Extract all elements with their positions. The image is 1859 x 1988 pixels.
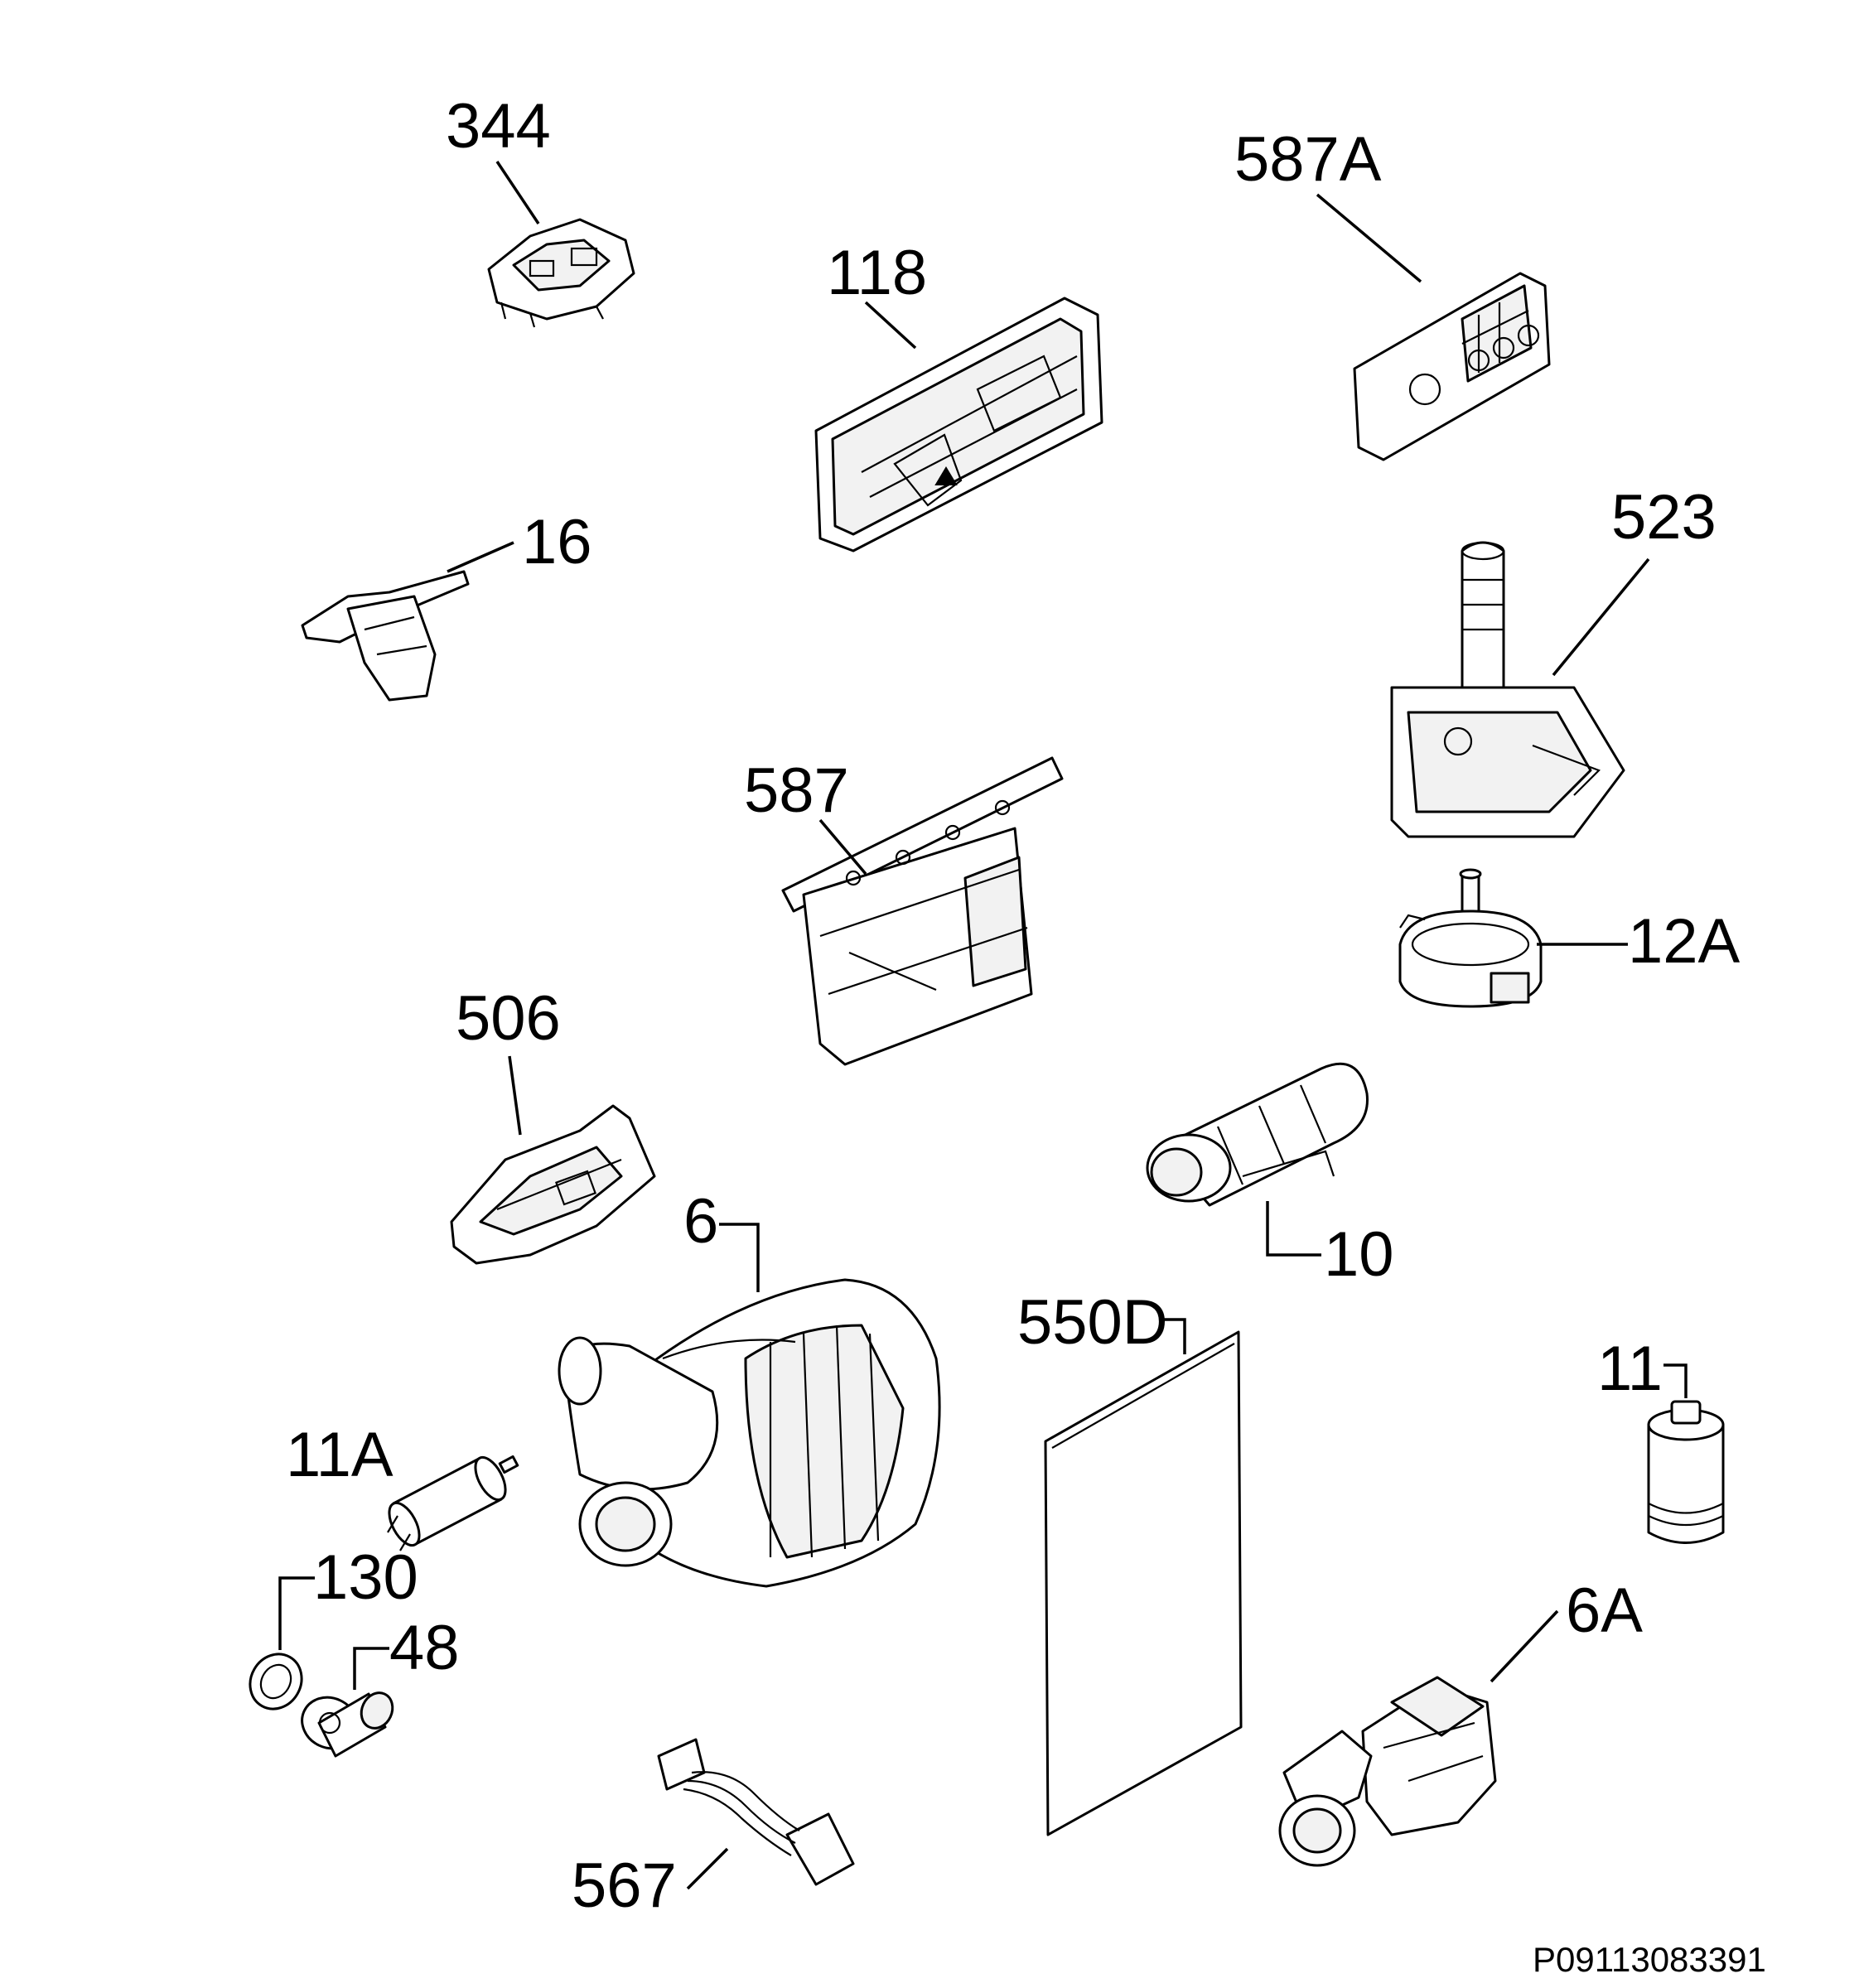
label-550D: 550D [1017,1287,1168,1358]
label-118: 118 [827,238,927,308]
label-11A: 11A [286,1420,394,1490]
label-130: 130 [313,1542,418,1613]
control-board-icon [814,297,1103,552]
part-523[interactable]: 523 [1390,482,1717,838]
manual-sheet-icon [1044,1330,1243,1836]
part-6[interactable]: 6 [558,1186,941,1588]
control-panel-module-icon [1353,272,1551,461]
label-506: 506 [456,983,561,1054]
label-12A: 12A [1628,906,1741,977]
part-587[interactable]: 587 [744,755,1064,1066]
bracket-icon [781,756,1064,1066]
part-118[interactable]: 118 [814,238,1103,552]
plug-icon [301,1691,394,1758]
pressure-switch-icon [1398,868,1543,1008]
label-11: 11 [1597,1334,1663,1404]
part-11A[interactable]: 11A [286,1420,519,1551]
part-6A[interactable]: 6A [1278,1575,1643,1867]
label-523: 523 [1611,482,1717,552]
label-48: 48 [389,1613,460,1683]
part-567[interactable]: 567 [572,1738,855,1921]
label-6: 6 [683,1186,718,1257]
part-550D[interactable]: 550D [1017,1287,1243,1836]
drain-pump-icon [1278,1676,1497,1867]
part-16[interactable]: 16 [301,507,592,702]
label-344: 344 [446,91,551,162]
part-12A[interactable]: 12A [1398,868,1741,1008]
label-587A: 587A [1234,124,1382,195]
part-506[interactable]: 506 [450,983,656,1265]
cable-harness-icon [657,1738,855,1886]
part-11[interactable]: 11 [1597,1334,1725,1544]
seal-ring-icon [249,1653,303,1711]
label-16: 16 [522,507,592,577]
dispenser-actuator-icon [450,1104,656,1265]
label-567: 567 [572,1850,677,1921]
label-10: 10 [1324,1219,1394,1290]
circulation-pump-icon [558,1278,941,1588]
part-130[interactable]: 130 [240,1542,418,1718]
label-6A: 6A [1566,1575,1643,1646]
part-48[interactable]: 48 [294,1613,460,1758]
heater-icon [1146,1062,1369,1207]
label-587: 587 [744,755,849,826]
capacitor-small-icon [387,1455,519,1551]
switch-icon [301,570,470,702]
part-344[interactable]: 344 [446,91,635,328]
door-lock-icon [487,218,635,328]
capacitor-icon [1647,1400,1725,1544]
flow-sensor-icon [1390,541,1625,838]
part-10[interactable]: 10 [1146,1062,1394,1290]
drawing-code: P09113083391 [1533,1940,1766,1979]
part-587A[interactable]: 587A [1234,124,1551,461]
